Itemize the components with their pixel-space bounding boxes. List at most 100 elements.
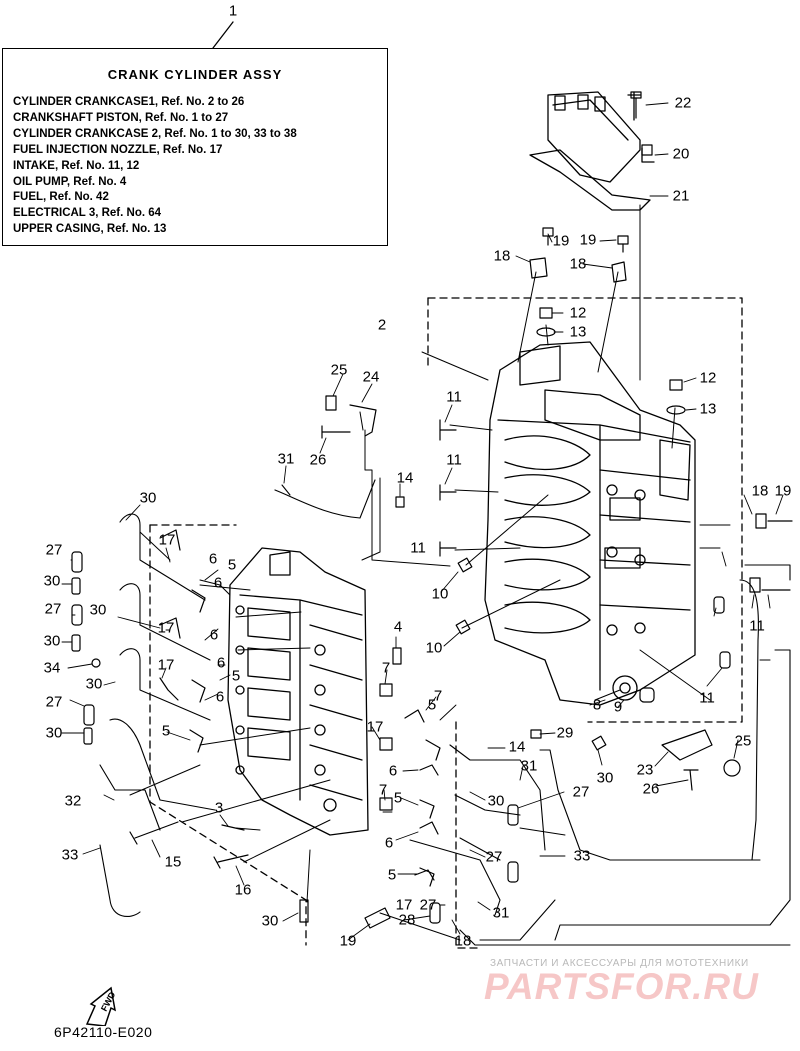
callout-label: 17 bbox=[157, 656, 175, 674]
callout-label: 27 bbox=[419, 896, 437, 914]
callout-label: 31 bbox=[277, 450, 295, 468]
watermark-brand: PARTSFOR.RU bbox=[484, 966, 759, 1007]
callout-label: 13 bbox=[569, 323, 587, 341]
callout-label: 30 bbox=[139, 489, 157, 507]
callout-label: 14 bbox=[396, 469, 414, 487]
callout-label: 6 bbox=[208, 550, 218, 568]
callout-label: 27 bbox=[45, 693, 63, 711]
callout-label: 33 bbox=[573, 847, 591, 865]
callout-label: 1 bbox=[228, 2, 238, 20]
callout-label: 30 bbox=[43, 572, 61, 590]
callout-label: 21 bbox=[672, 187, 690, 205]
callout-label: 13 bbox=[699, 400, 717, 418]
callout-label: 17 bbox=[366, 718, 384, 736]
callout-label: 6 bbox=[216, 654, 226, 672]
callout-label: 34 bbox=[43, 659, 61, 677]
callout-label: 6 bbox=[388, 762, 398, 780]
callout-label: 27 bbox=[485, 848, 503, 866]
callout-label: 7 bbox=[378, 781, 388, 799]
note-title: CRANK CYLINDER ASSY bbox=[107, 67, 283, 82]
callout-label: 19 bbox=[579, 231, 597, 249]
note-line: CYLINDER CRANKCASE1, Ref. No. 2 to 26 bbox=[13, 96, 245, 108]
hardware-parts bbox=[71, 91, 793, 929]
callout-label: 11 bbox=[699, 689, 715, 707]
note-line: FUEL, Ref. No. 42 bbox=[13, 191, 109, 204]
callout-label: 18 bbox=[751, 482, 769, 500]
callout-label: 23 bbox=[636, 761, 654, 779]
crankcase-lower bbox=[227, 547, 369, 836]
callout-label: 31 bbox=[520, 757, 538, 775]
hose-routing bbox=[99, 479, 791, 946]
callout-label: 11 bbox=[446, 388, 462, 406]
note-line: INTAKE, Ref. No. 11, 12 bbox=[13, 159, 140, 172]
callout-label: 5 bbox=[393, 789, 403, 807]
callout-label: 30 bbox=[85, 675, 103, 693]
note-line: CRANKSHAFT PISTON, Ref. No. 1 to 27 bbox=[13, 111, 229, 124]
callout-label: 26 bbox=[642, 780, 660, 798]
callout-label: 5 bbox=[387, 866, 397, 884]
callout-label: 31 bbox=[492, 904, 510, 922]
callout-label: 30 bbox=[261, 912, 279, 930]
callout-label: 29 bbox=[556, 724, 574, 742]
callout-label: 30 bbox=[89, 601, 107, 619]
callout-label: 9 bbox=[613, 698, 623, 716]
callout-label: 12 bbox=[699, 369, 717, 387]
callout-label: 17 bbox=[157, 619, 175, 637]
callout-label: 18 bbox=[569, 255, 587, 273]
note-line: OIL PUMP, Ref. No. 4 bbox=[13, 175, 127, 188]
crankcase-upper bbox=[484, 341, 696, 706]
callout-label: 30 bbox=[596, 769, 614, 787]
callout-label: 17 bbox=[395, 896, 413, 914]
callout-label: 24 bbox=[362, 368, 380, 386]
callout-label: 25 bbox=[330, 361, 348, 379]
note-list: CYLINDER CRANKCASE1, Ref. No. 2 to 26 CR… bbox=[13, 95, 297, 238]
callout-label: 22 bbox=[674, 94, 692, 112]
note-line: UPPER CASING, Ref. No. 13 bbox=[13, 223, 167, 236]
callout-label: 5 bbox=[231, 667, 241, 685]
callout-label: 10 bbox=[431, 585, 449, 603]
callout-label: 5 bbox=[227, 556, 237, 574]
callout-label: 27 bbox=[44, 600, 62, 618]
leader-lines bbox=[129, 204, 731, 941]
callout-label: 12 bbox=[569, 304, 587, 322]
callout-label: 16 bbox=[234, 881, 252, 899]
callout-label: 28 bbox=[398, 911, 416, 929]
note-line: ELECTRICAL 3, Ref. No. 64 bbox=[13, 207, 162, 220]
callout-label: 19 bbox=[552, 232, 570, 250]
callout-label: 7 bbox=[381, 659, 391, 677]
callout-label: 18 bbox=[454, 932, 472, 950]
callout-label: 33 bbox=[61, 846, 79, 864]
note-leader bbox=[212, 21, 234, 49]
callout-label: 27 bbox=[572, 783, 590, 801]
callout-label: 30 bbox=[43, 632, 61, 650]
callout-label: 26 bbox=[309, 451, 327, 469]
callout-label: 3 bbox=[214, 799, 224, 817]
callout-label: 30 bbox=[487, 792, 505, 810]
callout-label: 11 bbox=[446, 451, 462, 469]
callout-label: 19 bbox=[774, 482, 792, 500]
callout-label: 25 bbox=[734, 732, 752, 750]
callout-label: 4 bbox=[393, 618, 403, 636]
callout-label: 11 bbox=[410, 539, 426, 557]
callout-label: 6 bbox=[209, 626, 219, 644]
callout-label: 5 bbox=[427, 696, 437, 714]
callout-label: 30 bbox=[45, 724, 63, 742]
callout-label: 8 bbox=[592, 696, 602, 714]
note-line: CYLINDER CRANKCASE 2, Ref. No. 1 to 30, … bbox=[13, 127, 297, 140]
assembly-note-box: CRANK CYLINDER ASSY CYLINDER CRANKCASE1,… bbox=[2, 48, 388, 246]
callout-label: 20 bbox=[672, 145, 690, 163]
callout-label: 27 bbox=[45, 541, 63, 559]
callout-label: 32 bbox=[64, 792, 82, 810]
diagram-id: 6P42110-E020 bbox=[54, 1024, 153, 1040]
callout-label: 10 bbox=[425, 639, 443, 657]
callout-label: 14 bbox=[508, 738, 526, 756]
head-cover bbox=[529, 91, 655, 211]
callout-label: 15 bbox=[164, 853, 182, 871]
callout-label: 6 bbox=[384, 834, 394, 852]
callout-label: 6 bbox=[215, 688, 225, 706]
callout-leaders bbox=[61, 102, 784, 941]
fwd-arrow-icon: FWD bbox=[85, 986, 118, 1026]
callout-label: 7 bbox=[433, 687, 443, 705]
callout-label: 6 bbox=[213, 574, 223, 592]
